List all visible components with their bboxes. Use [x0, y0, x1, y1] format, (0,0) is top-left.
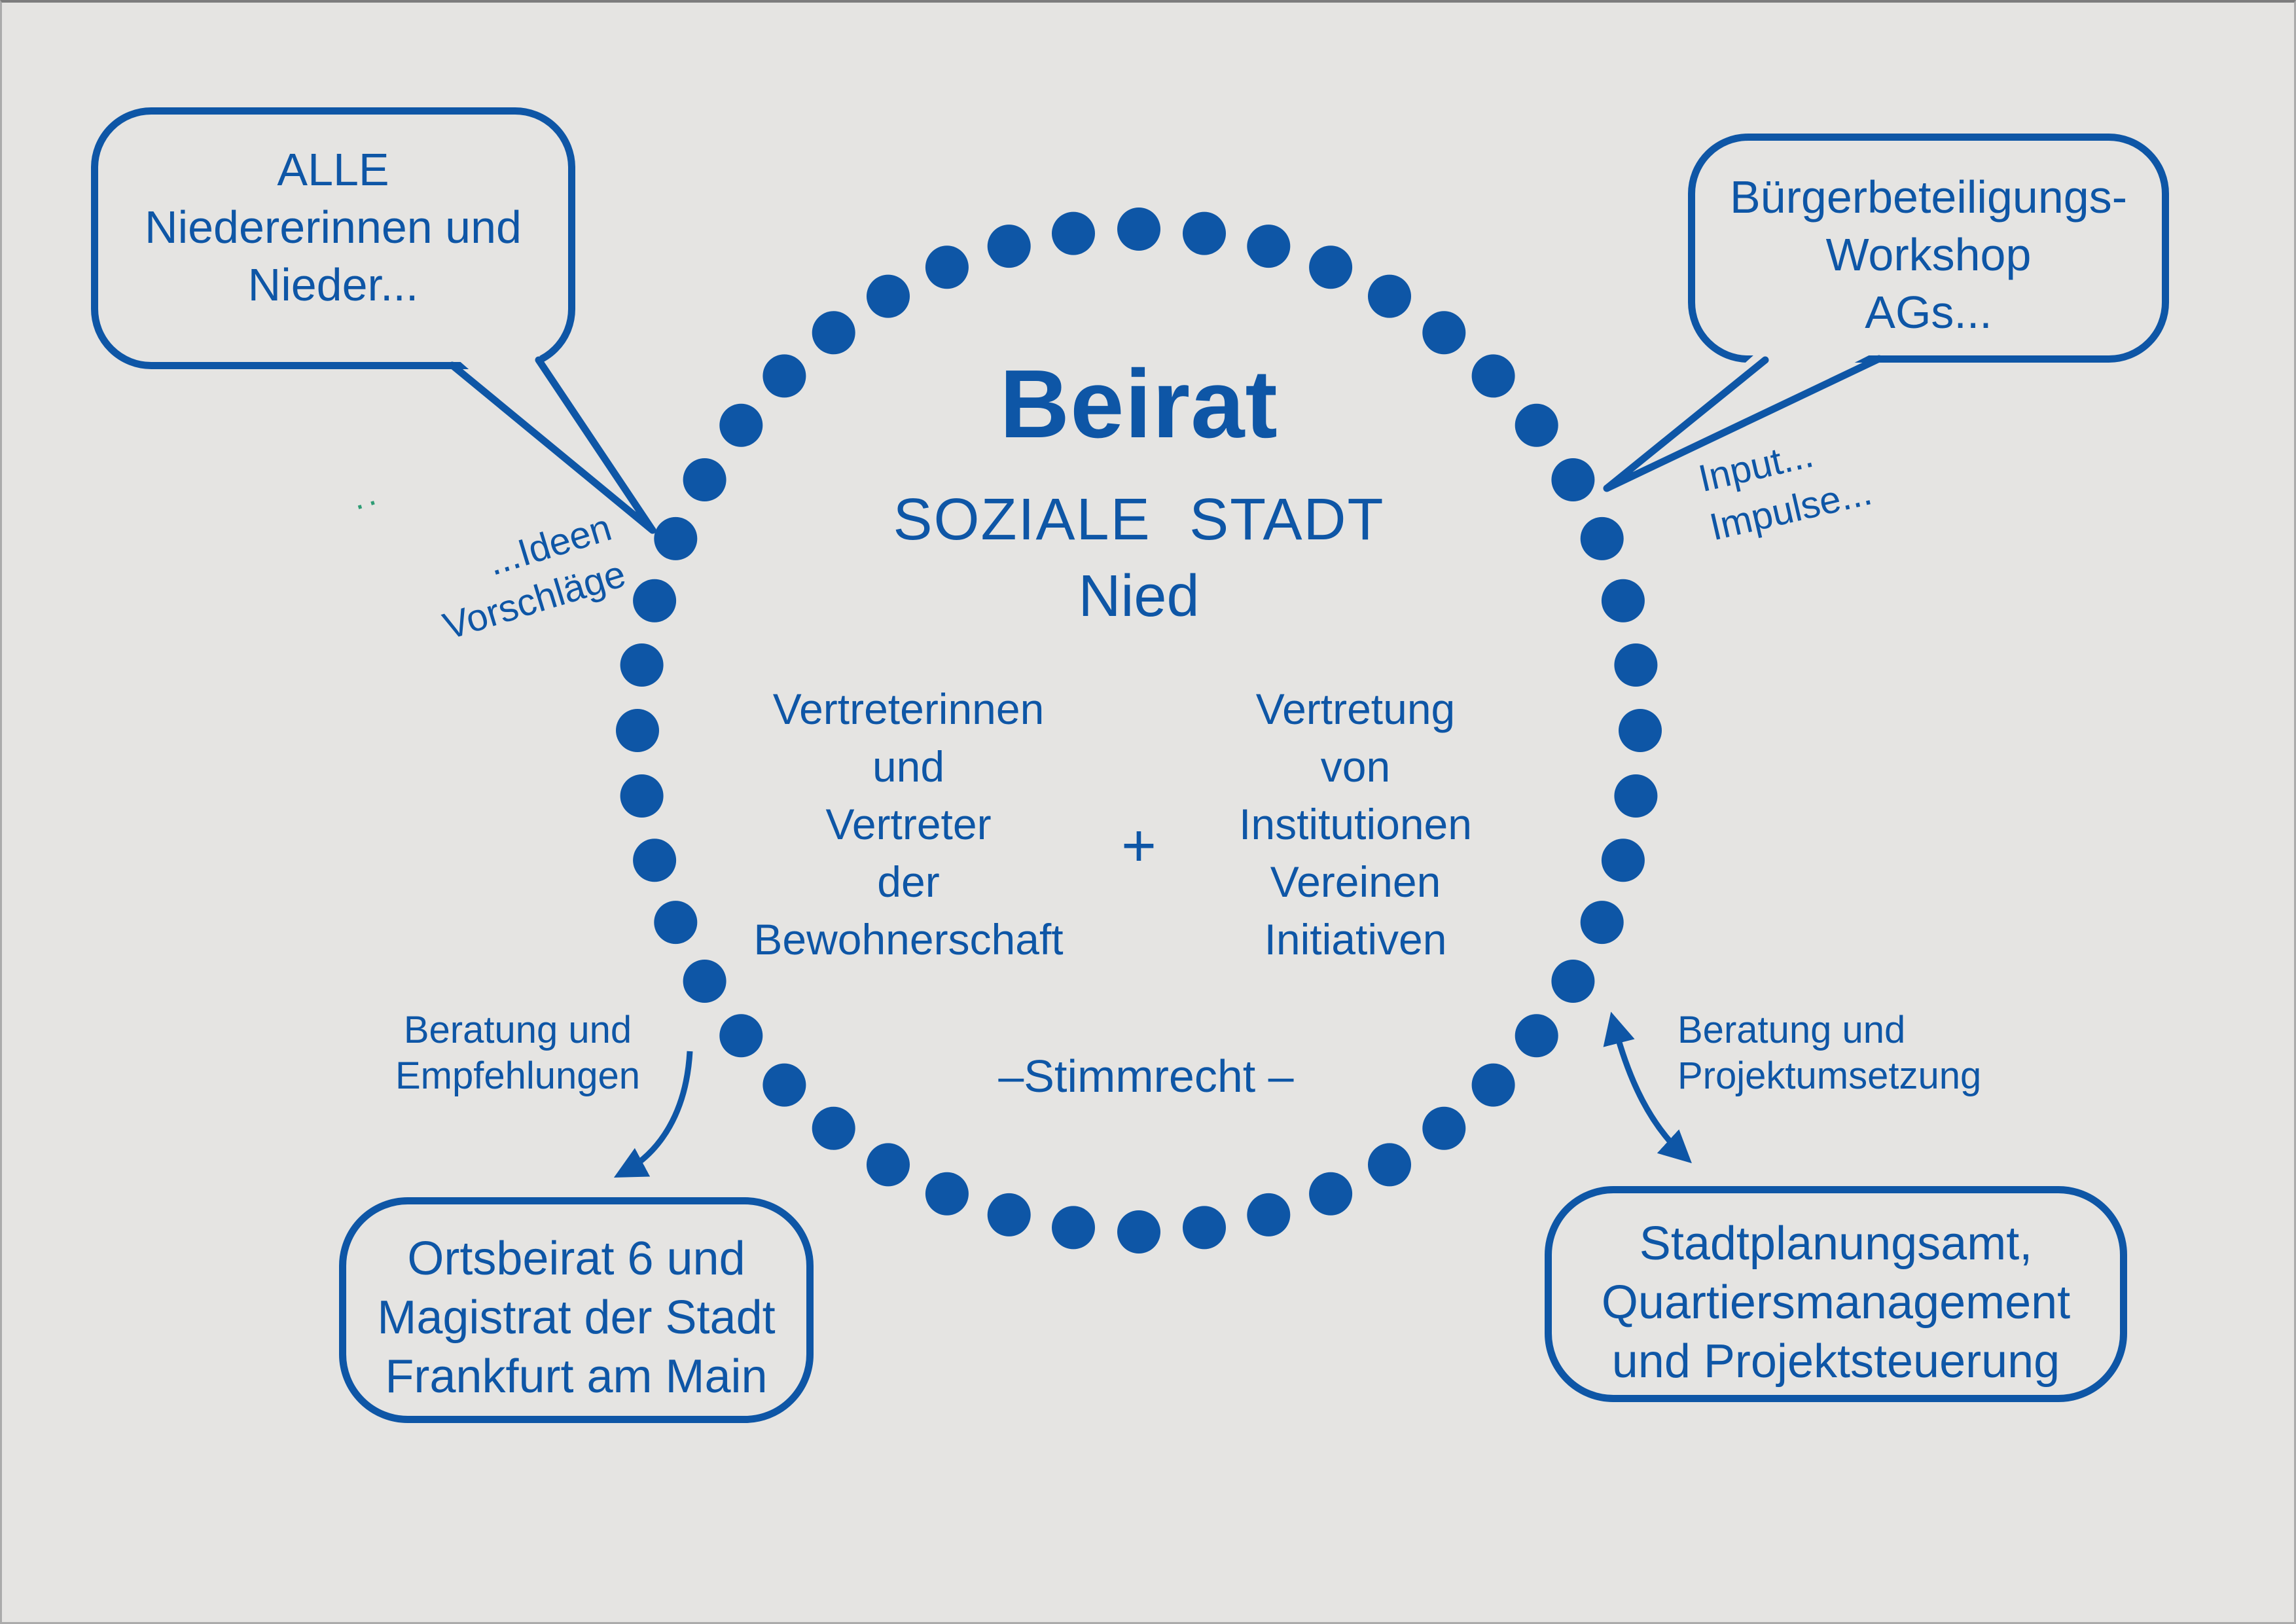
bubble-workshops-line: Bürgerbeteiligungs-	[1729, 171, 2128, 223]
bubble-residents-line: Niedererinnen und	[145, 202, 522, 253]
bubble-ortsbeirat-line: Frankfurt am Main	[385, 1350, 768, 1403]
column-institutionen-line: Initiativen	[1264, 915, 1447, 964]
diagram-title: Beirat	[999, 350, 1278, 458]
annotation-beratung-empfehlungen-line: Empfehlungen	[395, 1055, 641, 1097]
column-bewohnerschaft: Vertreterinnen und Vertreter der Bewohne…	[712, 680, 1105, 968]
column-bewohnerschaft-line: Vertreter	[825, 800, 992, 848]
bubble-workshops-line: Workshop	[1825, 229, 2032, 280]
bubble-ortsbeirat-line: Magistrat der Stadt	[377, 1291, 776, 1344]
bubble-stadtplanungsamt-line: Stadtplanungsamt,	[1639, 1218, 2033, 1270]
bubble-ortsbeirat: Ortsbeirat 6 und Magistrat der Stadt Fra…	[339, 1197, 814, 1423]
bubble-stadtplanungsamt-line: Quartiersmanagement	[1601, 1276, 2071, 1329]
bubble-stadtplanungsamt: Stadtplanungsamt, Quartiersmanagement un…	[1545, 1186, 2127, 1402]
voting-right-label: –Stimmrecht –	[998, 1051, 1294, 1102]
tail-top-left-stroke	[448, 356, 656, 534]
plus-sign: +	[1121, 812, 1157, 879]
bubble-ortsbeirat-line: Ortsbeirat 6 und	[407, 1233, 745, 1285]
bubble-tails	[448, 348, 1883, 534]
column-bewohnerschaft-line: Bewohnerschaft	[753, 915, 1064, 964]
diagram-subtitle: SOZIALE STADT	[893, 487, 1385, 552]
dot-ring	[616, 208, 1662, 1254]
column-institutionen-line: Vertretung	[1255, 685, 1456, 733]
diagram-overlay	[448, 208, 1883, 1254]
arrow-beratung-projekt-icon	[1603, 1011, 1692, 1164]
bubble-workshops: Bürgerbeteiligungs- Workshop AGs...	[1688, 134, 2169, 363]
annotation-beratung-projektumsetzung-line: Projektumsetzung	[1677, 1055, 1982, 1097]
bubble-residents-line: Nieder...	[247, 259, 419, 310]
annotation-beratung-projektumsetzung-line: Beratung und	[1677, 1009, 1906, 1051]
tail-top-right-stroke	[1603, 355, 1883, 492]
column-bewohnerschaft-line: der	[877, 857, 940, 906]
bubble-residents: ALLE Niedererinnen und Nieder...	[91, 107, 575, 369]
bubble-residents-line: ALLE	[277, 144, 389, 195]
arrow-to-ortsbeirat-icon	[613, 1051, 693, 1178]
bubble-stadtplanungsamt-line: und Projektsteuerung	[1611, 1335, 2060, 1388]
column-institutionen-line: von	[1320, 742, 1391, 791]
bubble-workshops-line: AGs...	[1865, 287, 1992, 338]
column-institutionen-line: Institutionen	[1239, 800, 1472, 848]
annotation-beratung-projektumsetzung: Beratung und Projektumsetzung	[1677, 1007, 2149, 1099]
column-bewohnerschaft-line: Vertreterinnen	[772, 685, 1045, 733]
diagram-subtitle-nied: Nied	[1078, 564, 1200, 629]
column-institutionen: Vertretung von Institutionen Vereinen In…	[1159, 680, 1552, 968]
column-bewohnerschaft-line: und	[872, 742, 945, 791]
annotation-beratung-empfehlungen: Beratung und Empfehlungen	[354, 1007, 681, 1099]
annotation-beratung-empfehlungen-line: Beratung und	[403, 1009, 632, 1051]
column-institutionen-line: Vereinen	[1270, 857, 1441, 906]
